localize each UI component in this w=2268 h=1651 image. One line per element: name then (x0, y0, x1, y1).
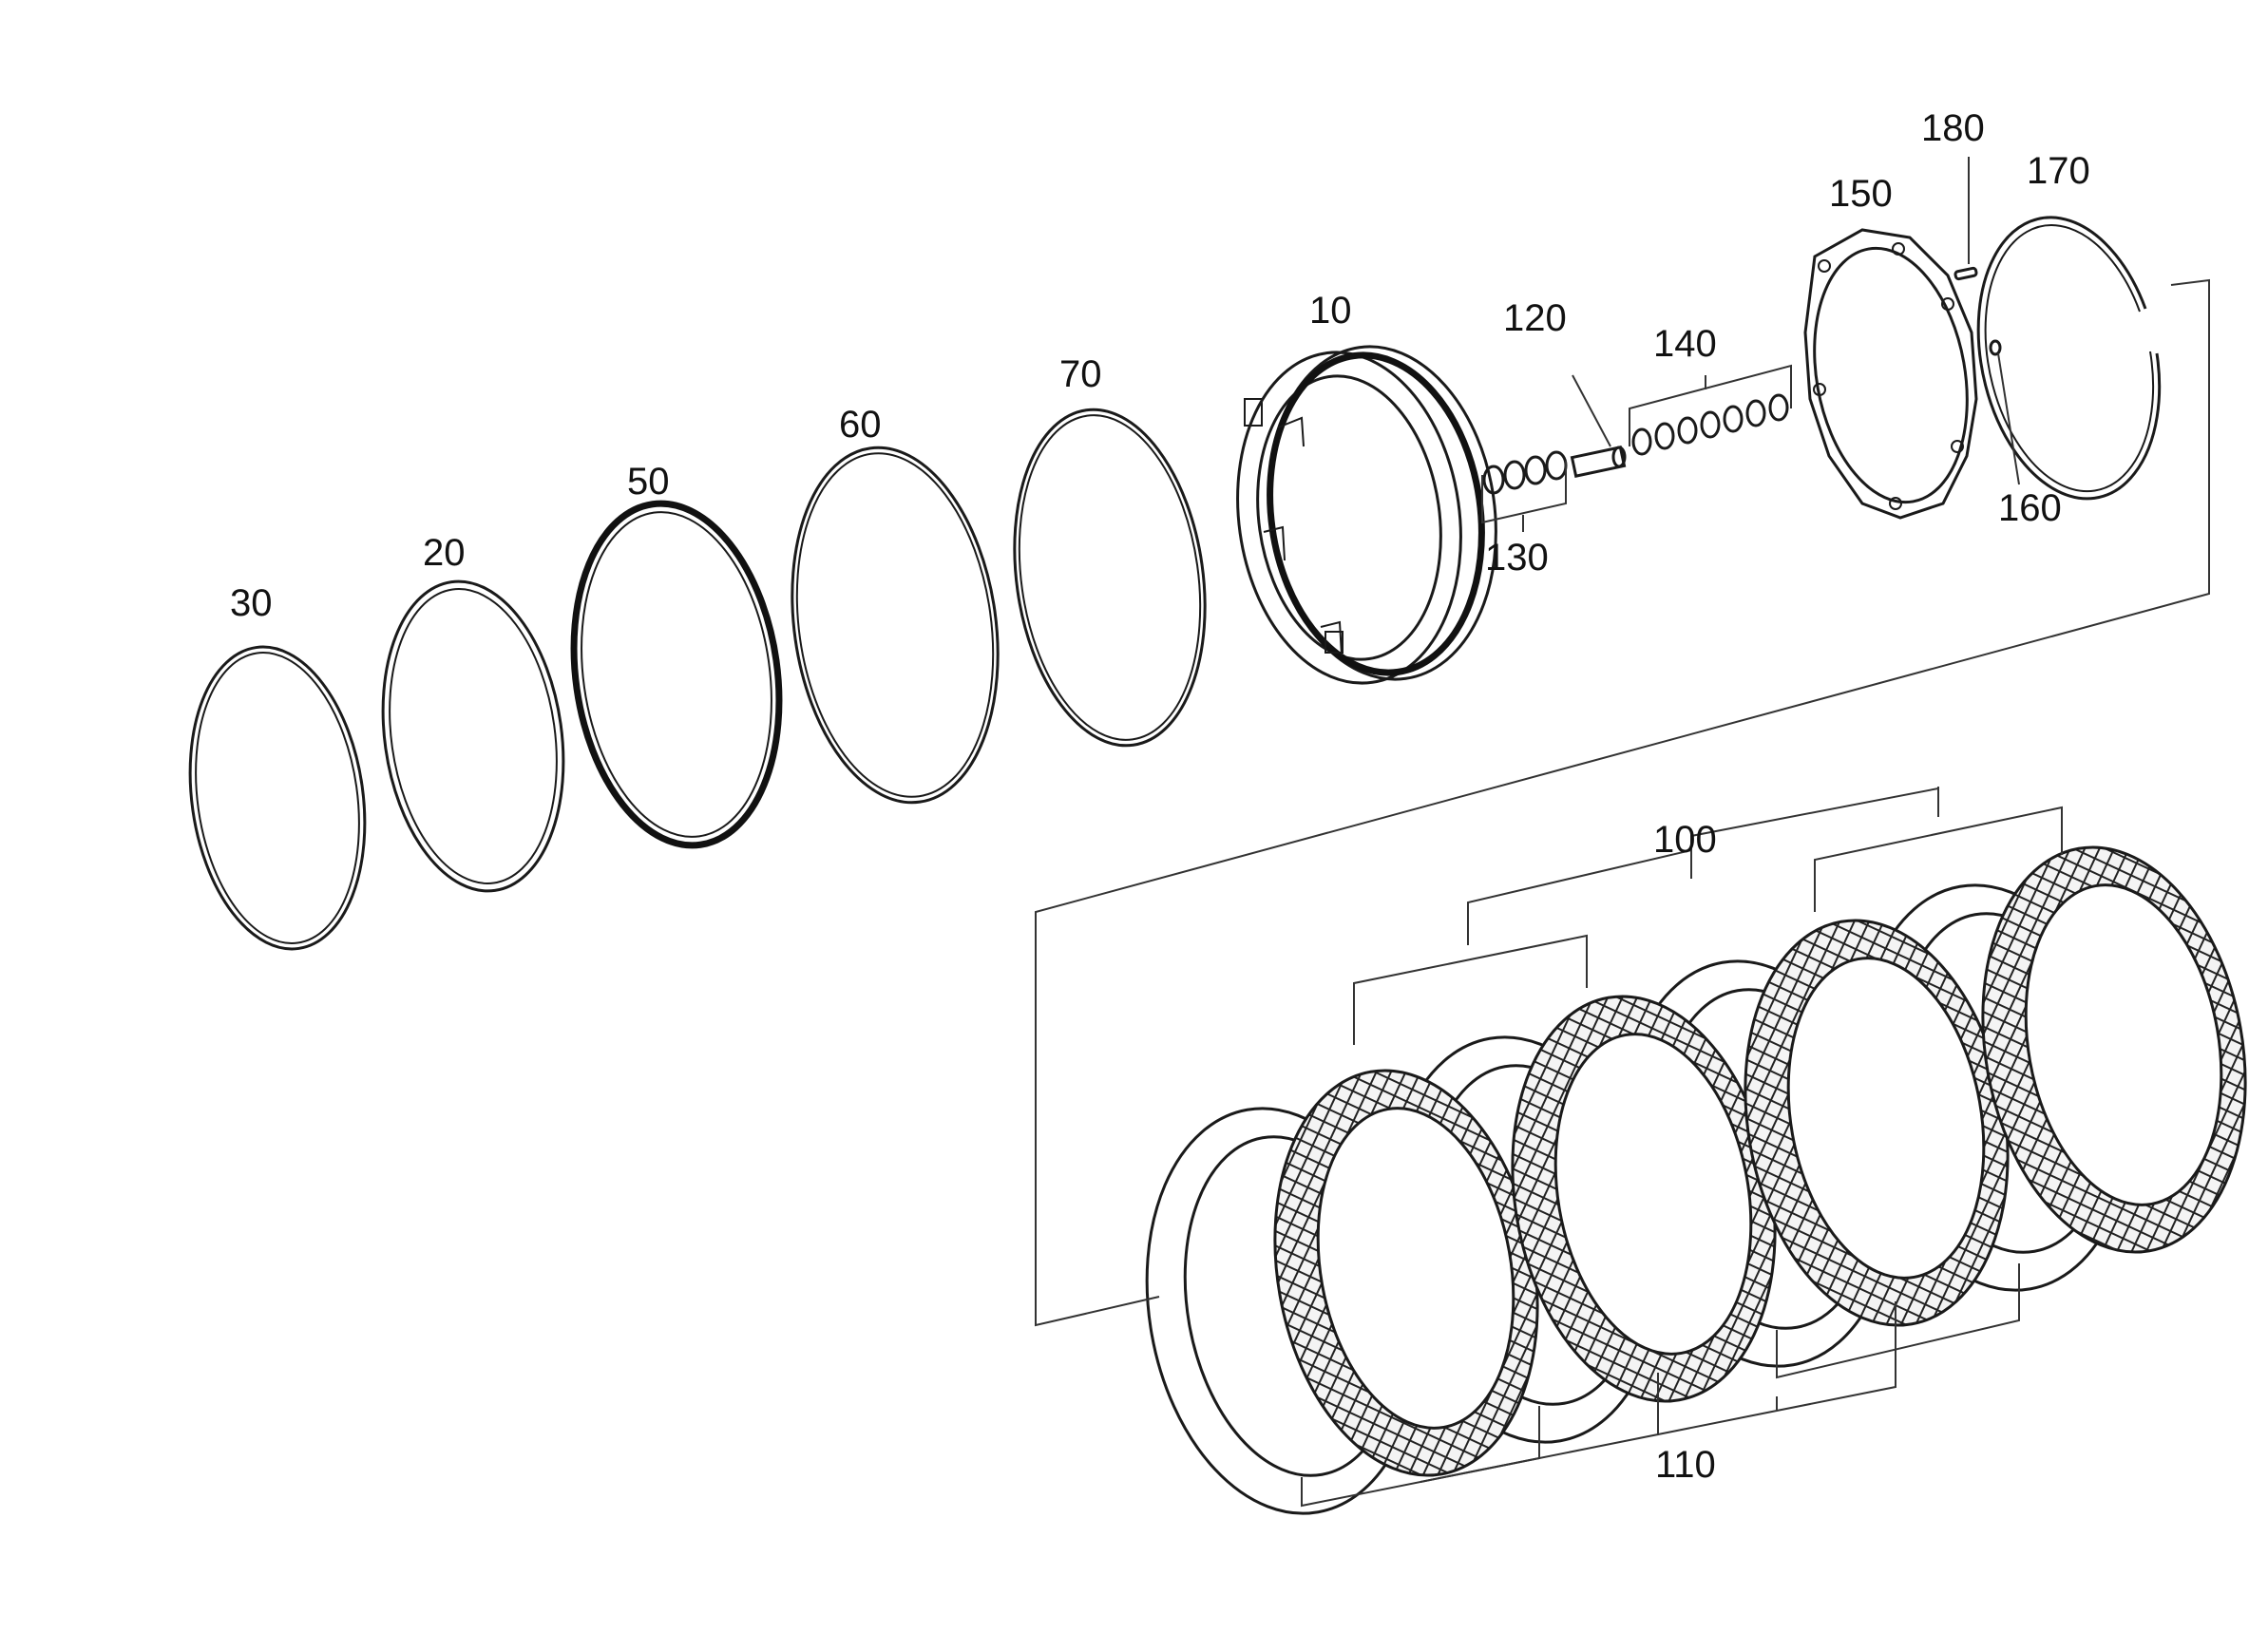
cover-plate-150 (1803, 228, 1978, 520)
label-60: 60 (839, 404, 882, 446)
label-30: 30 (230, 582, 273, 624)
snap-ring-170 (1976, 216, 2162, 501)
ring-50 (570, 500, 783, 849)
label-20: 20 (423, 532, 466, 574)
label-70: 70 (1059, 353, 1102, 395)
label-120: 120 (1503, 297, 1567, 339)
washers-140 (1631, 393, 1789, 456)
label-100: 100 (1653, 819, 1717, 861)
label-110: 110 (1655, 1444, 1716, 1486)
label-170: 170 (2027, 150, 2090, 192)
friction-disc (1273, 1069, 1539, 1477)
friction-disc (1511, 995, 1777, 1403)
friction-discs-100 (1273, 845, 2247, 1477)
leader-lines (1035, 157, 2210, 1508)
part-labels: 30 20 50 60 70 10 120 140 130 150 180 17… (230, 107, 2090, 1486)
ball-160 (1989, 339, 2002, 356)
label-180: 180 (1921, 107, 1985, 149)
label-50: 50 (627, 461, 670, 503)
ring-70 (1013, 408, 1207, 748)
ring-20 (381, 579, 565, 893)
label-160: 160 (1998, 487, 2062, 529)
friction-disc (1981, 845, 2247, 1254)
label-10: 10 (1309, 290, 1352, 332)
label-130: 130 (1485, 537, 1549, 579)
pin-120 (1570, 446, 1627, 478)
piston-10 (1236, 345, 1497, 685)
washers-130 (1482, 450, 1568, 495)
label-150: 150 (1829, 173, 1893, 215)
label-140: 140 (1653, 323, 1717, 365)
friction-disc (1744, 919, 2010, 1327)
ring-60 (791, 446, 1000, 805)
ring-30 (188, 645, 367, 951)
pin-180 (1954, 266, 1978, 281)
